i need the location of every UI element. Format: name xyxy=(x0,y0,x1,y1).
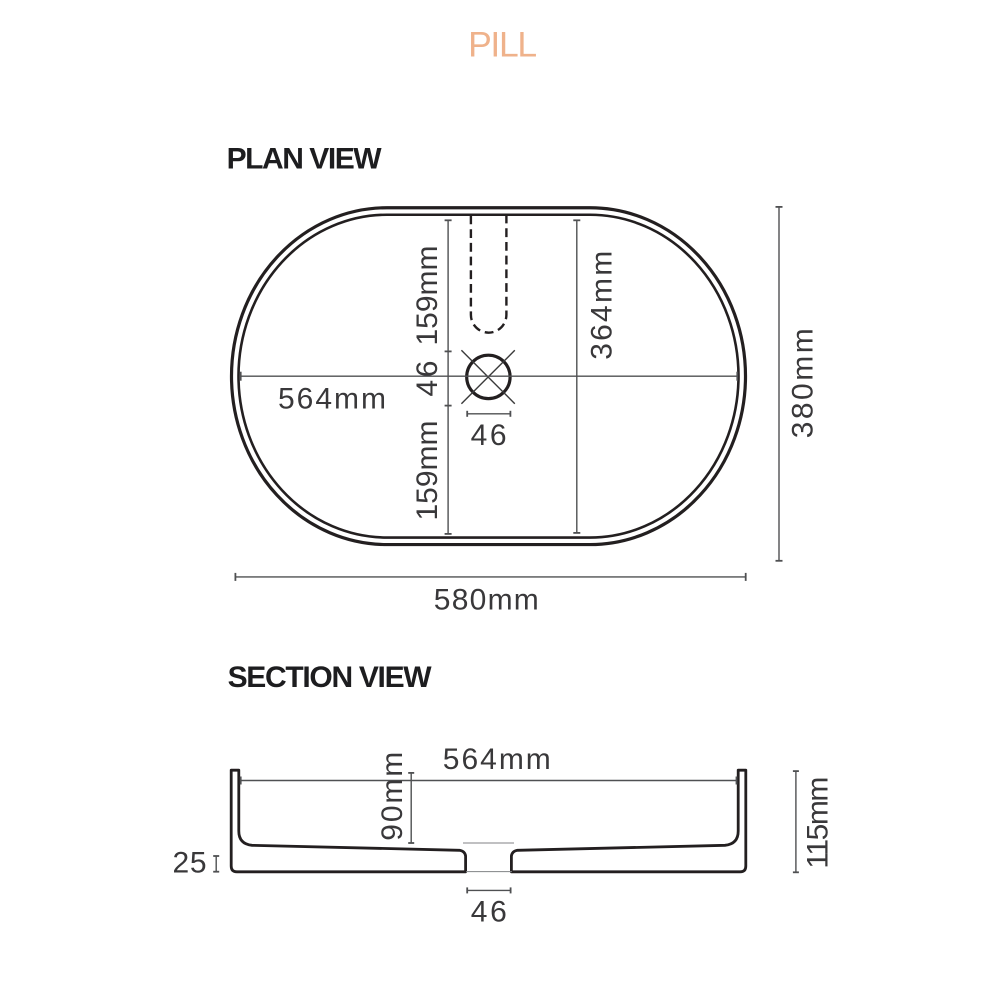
svg-text:PLAN VIEW: PLAN VIEW xyxy=(227,143,383,176)
svg-text:580mm: 580mm xyxy=(434,583,539,616)
svg-text:46: 46 xyxy=(471,895,507,928)
svg-text:380mm: 380mm xyxy=(787,328,820,438)
svg-text:159mm: 159mm xyxy=(411,246,444,346)
svg-text:SECTION VIEW: SECTION VIEW xyxy=(228,661,433,694)
svg-text:25: 25 xyxy=(173,846,207,879)
svg-text:46: 46 xyxy=(411,361,444,397)
svg-text:364mm: 364mm xyxy=(586,251,619,360)
svg-text:564mm: 564mm xyxy=(278,383,386,416)
svg-text:46: 46 xyxy=(471,419,507,452)
svg-text:90mm: 90mm xyxy=(376,752,409,841)
svg-text:115mm: 115mm xyxy=(802,777,835,869)
svg-text:PILL: PILL xyxy=(468,25,537,65)
svg-text:564mm: 564mm xyxy=(443,743,551,776)
svg-text:159mm: 159mm xyxy=(411,421,444,521)
